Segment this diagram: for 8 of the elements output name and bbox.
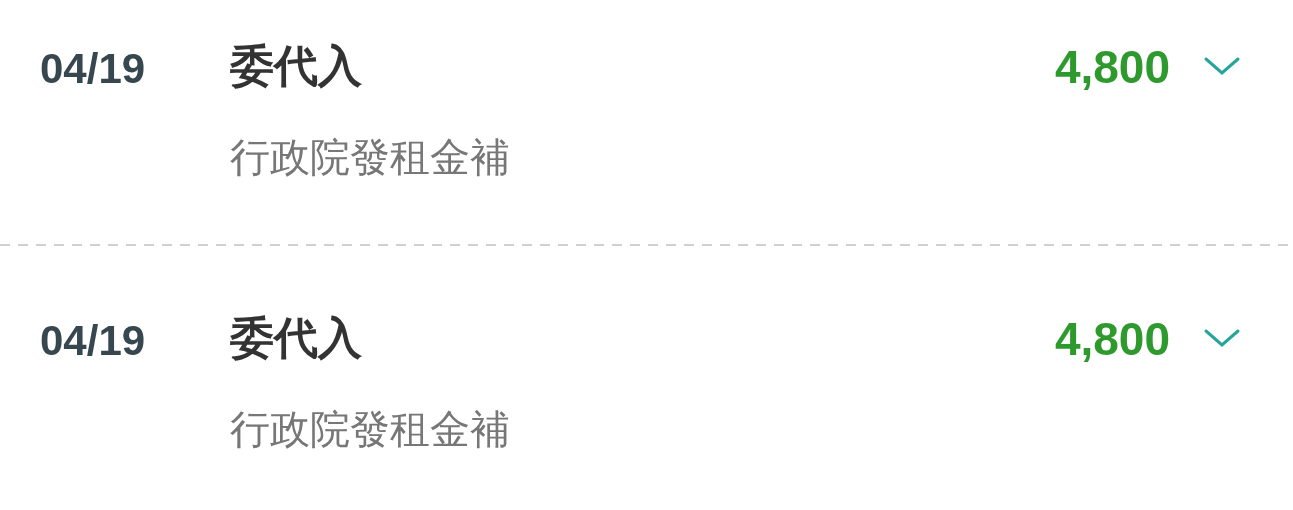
amount-text: 4,800 [1054,316,1170,362]
transaction-description: 行政院發租金補 [230,409,510,449]
transaction-title: 委代入 [230,44,362,88]
date-text: 04/19 [40,320,146,362]
amount-text: 4,800 [1054,44,1170,90]
transaction-description: 行政院發租金補 [230,137,510,177]
transaction-title: 委代入 [230,316,362,360]
date-text: 04/19 [40,48,146,90]
